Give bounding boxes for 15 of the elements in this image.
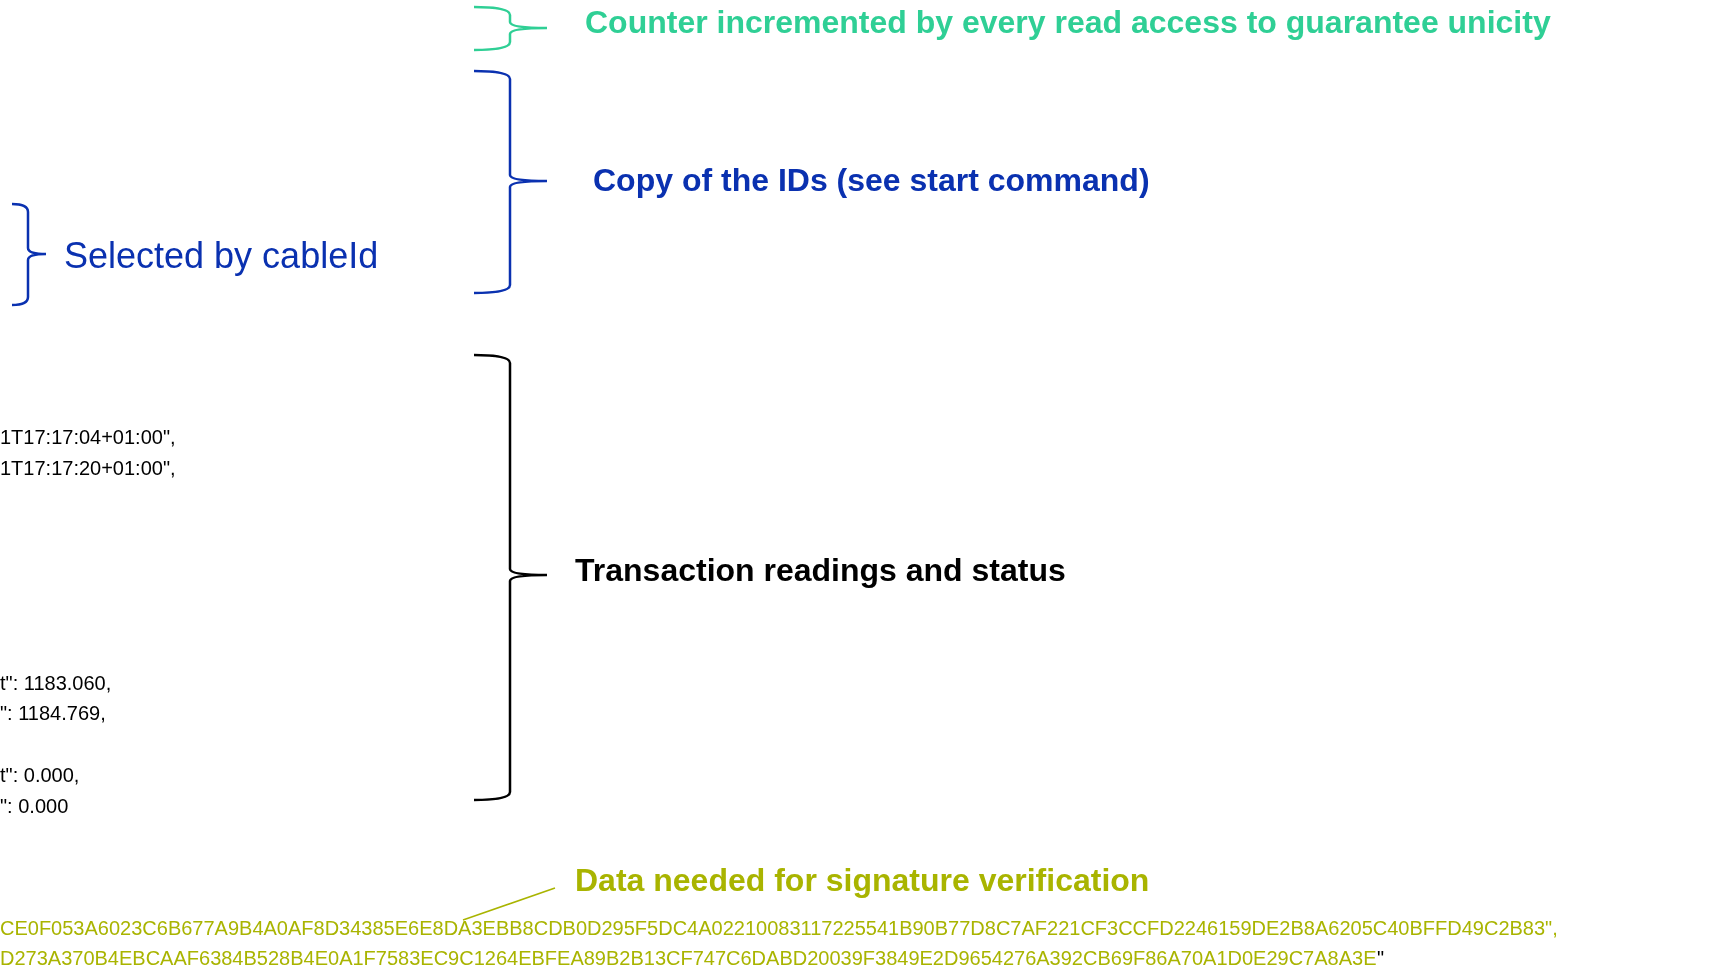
annotation-text: Data needed for signature verification [575, 864, 1150, 896]
json-text: t": 1183.060, [0, 673, 112, 693]
brace-annotation: Transaction readings and status [575, 554, 1066, 586]
brace-annotation: Selected by cableId [64, 238, 379, 274]
json-text: ": 1184.769, [0, 703, 106, 723]
json-text: 1T17:17:20+01:00", [0, 458, 176, 478]
json-text: " [1377, 948, 1385, 968]
hex-signature-text: D273A370B4EBCAAF6384B528B4E0A1F7583EC9C1264EBFEA89B2B13CF747C6DABD20039F3849E2D9654276A392CB69F86A70A1D0E29C7A8A3E [0, 948, 1377, 968]
json-text: t": 0.000, [0, 765, 80, 785]
json-text: 1T17:17:04+01:00", [0, 427, 176, 447]
leader-line [462, 887, 556, 921]
hex-signature-text: CE0F053A6023C6B677A9B4A0AF8D34385E6E8DA3EBB8CDB0D295F5DC4A02210083117225541B90B77D8C7AF221CF3CCFD2246159DE2B8A6205C40BFFD49C2B83", [0, 918, 1558, 938]
json-text: ": 0.000 [0, 796, 69, 816]
brace-annotation: Copy of the IDs (see start command) [593, 164, 1150, 196]
brace-annotation: Counter incremented by every read access to guarantee unicity [585, 6, 1551, 38]
